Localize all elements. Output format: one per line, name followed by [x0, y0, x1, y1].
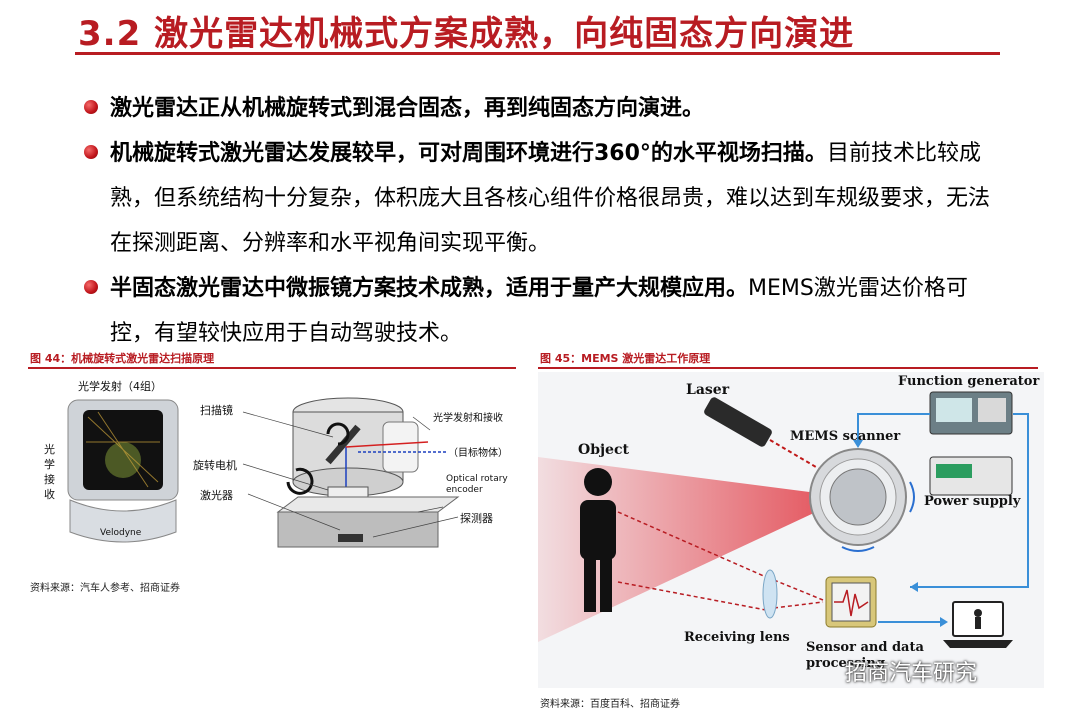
return-beam [345, 441, 429, 448]
label-object: Object [578, 442, 629, 458]
figure-44-rule [28, 367, 516, 369]
label-laser: 激光器 [200, 489, 233, 502]
figure-44-source: 资料来源：汽车人参考、招商证券 [30, 583, 180, 594]
mems-lidar-svg [538, 391, 1029, 648]
page-title: 3.2 激光雷达机械式方案成熟，向纯固态方向演进 [78, 14, 855, 54]
velodyne-lens [105, 442, 141, 478]
lidar-rotary-svg [67, 397, 460, 548]
bullet-dot-icon [84, 145, 98, 159]
bullet-bold-text: 激光雷达正从机械旋转式到混合固态，再到纯固态方向演进。 [110, 96, 705, 121]
scan-beam-fan [538, 457, 848, 642]
bullet-text: MEMS激光雷达价格可控，有望较快应用于自动驾驶技术。 [110, 276, 968, 346]
title-underline [75, 52, 1000, 55]
label-rotary-motor: 旋转电机 [193, 459, 237, 472]
velodyne-base [69, 499, 177, 543]
scan-mirror [325, 424, 361, 465]
laptop-base [943, 640, 1013, 648]
optics-window [382, 421, 419, 473]
label-function-generator: Function generator [898, 374, 1040, 389]
receiving-lens [762, 569, 778, 619]
figure-44-caption: 图 44：机械旋转式激光雷达扫描原理 [30, 352, 215, 365]
bullet-bold-text: 机械旋转式激光雷达发展较早，可对周围环境进行360°的水平视场扫描。 [110, 141, 827, 166]
figure-45-diagram: Laser Function generator Object MEMS sca… [538, 372, 1044, 688]
bullet-text: 目前技术比较成熟，但系统结构十分复杂，体积庞大且各核心组件价格很昂贵，难以达到车… [110, 141, 991, 256]
bullet-item: 机械旋转式激光雷达发展较早，可对周围环境进行360°的水平视场扫描。目前技术比较… [80, 131, 1010, 266]
object-person-body [580, 500, 616, 560]
label-detector: 探测器 [460, 512, 493, 525]
detector-chip [338, 534, 363, 542]
bullet-dot-icon [84, 100, 98, 114]
figure-45-source: 资料来源：百度百科、招商证券 [540, 699, 680, 710]
label-optical-emit: 光学发射（4组） [78, 380, 162, 393]
label-tx-rx: 光学发射和接收 [433, 413, 503, 424]
figure-44-diagram: 光学发射（4组） 光 学 接 收 Velodyne 扫描镜 旋转电机 激光器 光… [28, 372, 518, 572]
bullet-item: 激光雷达正从机械旋转式到混合固态，再到纯固态方向演进。 [80, 86, 1010, 131]
figure-45-rule [538, 367, 1038, 369]
label-power-supply: Power supply [924, 494, 1021, 509]
label-optical-receive: 光 学 接 收 [44, 443, 55, 501]
bullet-list: 激光雷达正从机械旋转式到混合固态，再到纯固态方向演进。 机械旋转式激光雷达发展较… [80, 86, 1010, 356]
label-target: （目标物体） [448, 448, 508, 459]
bullet-dot-icon [84, 280, 98, 294]
label-mems-scanner: MEMS scanner [790, 429, 901, 444]
object-person-head [584, 468, 612, 496]
label-laser: Laser [686, 382, 730, 398]
label-sensor-processing: Sensor and data processing [806, 640, 924, 671]
bullet-item: 半固态激光雷达中微振镜方案技术成熟，适用于量产大规模应用。MEMS激光雷达价格可… [80, 266, 1010, 356]
figure-45-caption: 图 45：MEMS 激光雷达工作原理 [540, 352, 711, 365]
label-encoder: Optical rotary encoder [446, 474, 508, 495]
bullet-bold-text: 半固态激光雷达中微振镜方案技术成熟，适用于量产大规模应用。 [110, 276, 749, 301]
label-scan-mirror: 扫描镜 [200, 404, 233, 417]
label-velodyne-brand: Velodyne [100, 528, 142, 538]
mems-mirror [829, 468, 887, 526]
watermark-text: 招商汽车研究 [845, 661, 978, 686]
laser-emitter [704, 397, 772, 447]
label-receiving-lens: Receiving lens [684, 630, 790, 645]
